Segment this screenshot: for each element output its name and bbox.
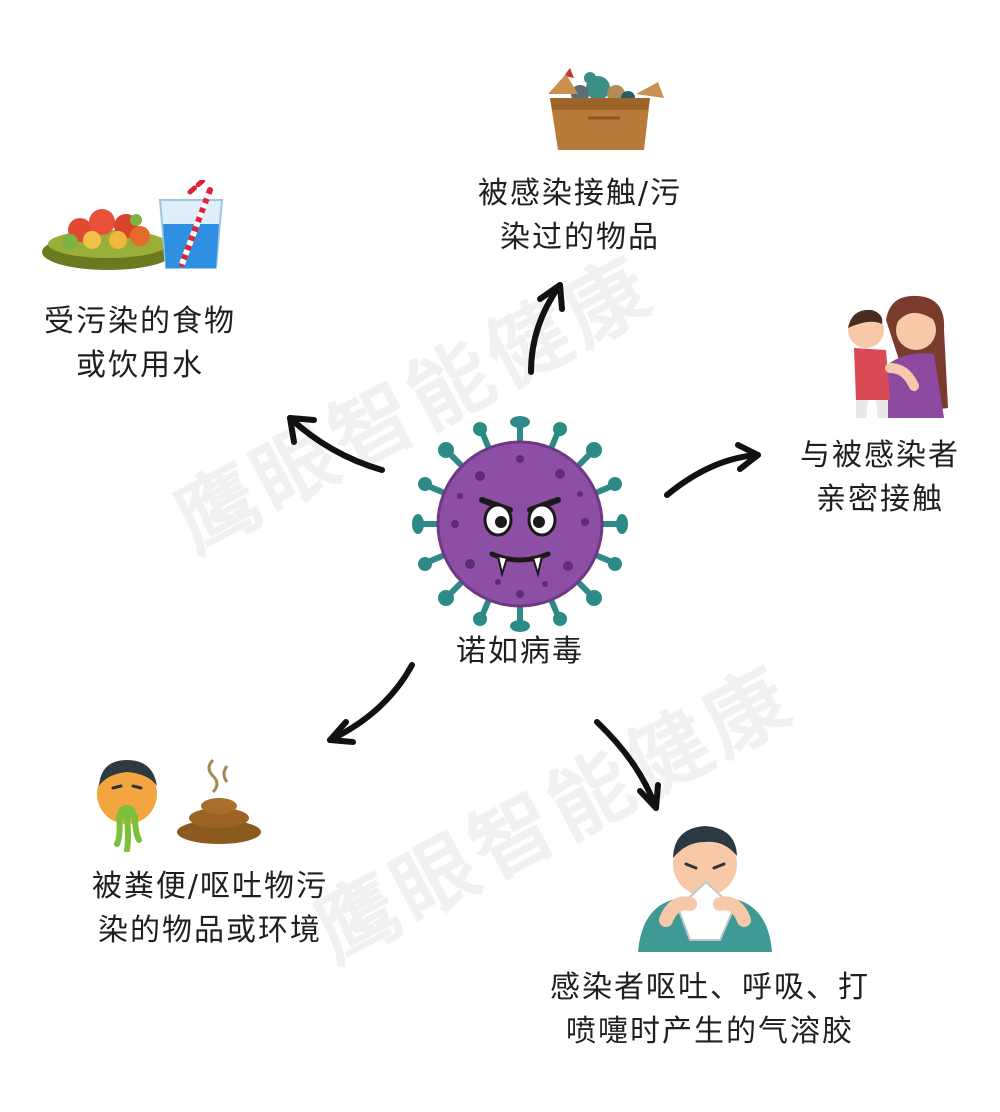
- aerosol-line2: 喷嚏时产生的气溶胶: [566, 1014, 854, 1049]
- arrow-to-aerosol: [594, 719, 661, 811]
- food-and-water-icon: [42, 180, 224, 270]
- arrow-to-food: [287, 415, 385, 473]
- feces-line2: 染的物品或环境: [98, 913, 322, 948]
- objects-line2: 染过的物品: [500, 220, 660, 255]
- node-label-aerosol: 感染者呕吐、呼吸、打 喷嚏时产生的气溶胶: [520, 966, 900, 1054]
- arrow-to-feces: [327, 662, 415, 745]
- contact-line1: 与被感染者: [800, 438, 960, 473]
- objects-line1: 被感染接触/污: [477, 176, 683, 211]
- node-label-feces: 被粪便/呕吐物污 染的物品或环境: [80, 865, 340, 953]
- center-label: 诺如病毒: [456, 634, 584, 669]
- node-label-food: 受污染的食物 或饮用水: [20, 300, 260, 388]
- node-label-objects: 被感染接触/污 染过的物品: [460, 172, 700, 260]
- feces-line1: 被粪便/呕吐物污: [91, 869, 329, 904]
- arrow-to-objects: [528, 282, 565, 375]
- hugging-people-icon: [848, 295, 948, 418]
- vomit-and-feces-icon: [97, 758, 261, 852]
- contact-line2: 亲密接触: [816, 482, 944, 517]
- node-label-contact: 与被感染者 亲密接触: [775, 434, 985, 522]
- virus-icon: [412, 416, 628, 632]
- food-line2: 或饮用水: [76, 348, 204, 383]
- sneezing-person-icon: [638, 826, 772, 952]
- arrow-to-contact: [664, 442, 761, 498]
- toy-box-icon: [548, 68, 664, 150]
- food-line1: 受污染的食物: [44, 304, 236, 339]
- aerosol-line1: 感染者呕吐、呼吸、打: [550, 970, 870, 1005]
